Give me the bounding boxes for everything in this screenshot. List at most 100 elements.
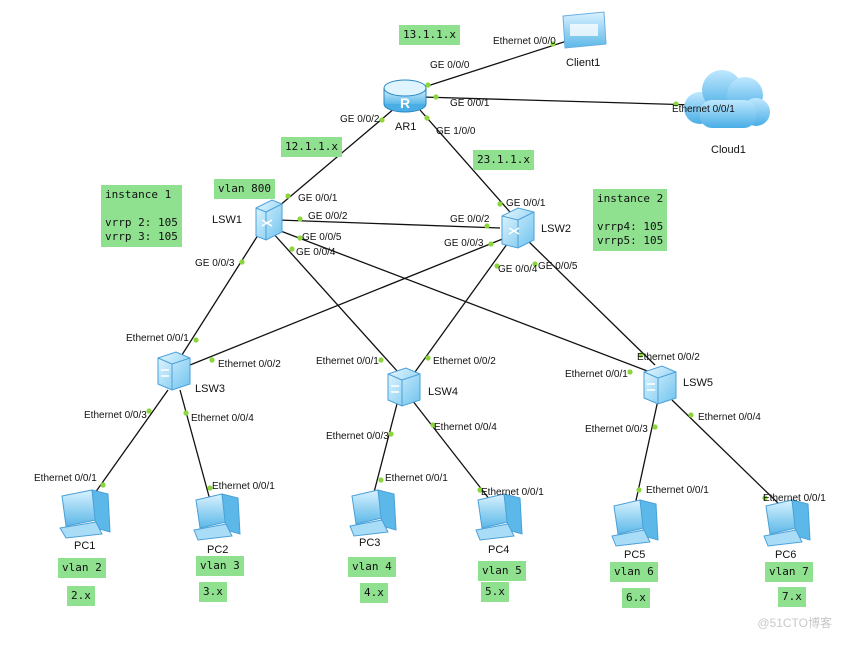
port-dot	[193, 337, 199, 343]
device-label-pc2: PC2	[207, 544, 228, 556]
port-dot	[379, 117, 385, 123]
device-label-lsw1: LSW1	[212, 214, 242, 226]
port-dot	[209, 357, 215, 363]
port-label: Ethernet 0/0/2	[433, 356, 496, 367]
pc5-icon[interactable]	[611, 499, 659, 547]
client1-icon[interactable]	[562, 11, 607, 49]
device-label-cloud1: Cloud1	[711, 144, 746, 156]
pc2-net-label: 3.x	[199, 582, 227, 602]
port-dot	[297, 235, 303, 241]
port-dot	[289, 246, 295, 252]
port-dot	[652, 424, 658, 430]
port-label: Ethernet 0/0/1	[481, 487, 544, 498]
pc4-net-label: 5.x	[481, 582, 509, 602]
link-lsw1-lsw3	[179, 231, 261, 359]
port-label: GE 0/0/1	[298, 193, 338, 204]
device-label-pc6: PC6	[775, 549, 796, 561]
link-lsw1-lsw5	[277, 229, 651, 373]
pc3-icon[interactable]	[349, 489, 397, 537]
port-label: GE 0/0/2	[308, 211, 348, 222]
port-dot	[146, 408, 152, 414]
port-dot	[673, 101, 679, 107]
device-label-lsw4: LSW4	[428, 386, 458, 398]
port-label: Ethernet 0/0/3	[84, 410, 147, 421]
port-dot	[388, 431, 394, 437]
pc2-icon[interactable]	[193, 493, 241, 541]
port-dot	[430, 422, 436, 428]
cloud1-icon[interactable]	[684, 70, 770, 128]
pc4-vlan-label: vlan 5	[478, 561, 526, 581]
link-lsw1-lsw2	[277, 219, 501, 229]
port-dot	[636, 487, 642, 493]
port-label: Ethernet 0/0/1	[646, 485, 709, 496]
port-dot	[285, 193, 291, 199]
port-label: GE 0/0/3	[444, 238, 484, 249]
pc5-net-label: 6.x	[622, 588, 650, 608]
pc6-icon[interactable]	[763, 499, 811, 547]
port-label: Ethernet 0/0/2	[637, 352, 700, 363]
router-ar1-icon[interactable]: R	[383, 79, 427, 113]
port-dot	[378, 477, 384, 483]
port-dot	[207, 485, 213, 491]
link-ar1-cloud1	[421, 96, 696, 106]
switch-lsw1-icon[interactable]	[255, 199, 283, 241]
switch-lsw5-icon[interactable]	[643, 365, 677, 405]
port-label: Ethernet 0/0/4	[698, 412, 761, 423]
port-label: GE 0/0/2	[450, 214, 490, 225]
port-label: Ethernet 0/0/0	[493, 36, 556, 47]
port-label: Ethernet 0/0/4	[434, 422, 497, 433]
port-label: GE 0/0/3	[195, 258, 235, 269]
port-label: Ethernet 0/0/1	[126, 333, 189, 344]
pc3-net-label: 4.x	[360, 583, 388, 603]
pc4-icon[interactable]	[475, 493, 523, 541]
port-dot	[532, 261, 538, 267]
pc6-net-label: 7.x	[778, 587, 806, 607]
pc1-icon[interactable]	[59, 489, 111, 539]
link-lsw2-lsw4	[414, 239, 511, 373]
port-label: GE 0/0/4	[498, 264, 538, 275]
port-label: Ethernet 0/0/1	[565, 369, 628, 380]
port-label: GE 0/0/2	[340, 114, 380, 125]
port-label: Ethernet 0/0/1	[212, 481, 275, 492]
device-label-pc4: PC4	[488, 544, 509, 556]
device-label-pc1: PC1	[74, 540, 95, 552]
svg-text:R: R	[400, 95, 410, 111]
port-dot	[638, 352, 644, 358]
switch-lsw2-icon[interactable]	[501, 207, 535, 249]
device-label-lsw2: LSW2	[541, 223, 571, 235]
port-label: GE 0/0/1	[450, 98, 490, 109]
link-ar1-lsw1	[271, 107, 396, 213]
port-label: GE 0/0/5	[302, 232, 342, 243]
vlan-800-label: vlan 800	[214, 179, 275, 199]
port-dot	[378, 357, 384, 363]
device-label-pc3: PC3	[359, 537, 380, 549]
pc5-vlan-label: vlan 6	[610, 562, 658, 582]
switch-lsw3-icon[interactable]	[157, 351, 191, 391]
port-dot	[425, 355, 431, 361]
port-dot	[762, 495, 768, 501]
link-lsw3-pc2	[179, 389, 211, 501]
port-dot	[477, 487, 483, 493]
port-dot	[100, 482, 106, 488]
pc2-vlan-label: vlan 3	[196, 556, 244, 576]
link-lsw1-lsw4	[271, 231, 399, 373]
port-dot	[297, 216, 303, 222]
instance-1-box: instance 1 vrrp 2: 105 vrrp 3: 105	[101, 185, 182, 247]
link-lsw5-pc6	[671, 399, 781, 506]
pc1-net-label: 2.x	[67, 586, 95, 606]
switch-lsw4-icon[interactable]	[387, 367, 421, 407]
pc6-vlan-label: vlan 7	[765, 562, 813, 582]
device-label-client1: Client1	[566, 57, 600, 69]
device-label-pc5: PC5	[624, 549, 645, 561]
pc1-vlan-label: vlan 2	[58, 558, 106, 578]
network-label-12: 12.1.1.x	[281, 137, 342, 157]
port-dot	[425, 82, 431, 88]
port-label: Ethernet 0/0/3	[326, 431, 389, 442]
network-label-23: 23.1.1.x	[473, 150, 534, 170]
port-dot	[183, 410, 189, 416]
port-label: GE 0/0/4	[296, 247, 336, 258]
link-lsw4-pc4	[411, 399, 491, 501]
port-dot	[424, 115, 430, 121]
port-dot	[497, 201, 503, 207]
